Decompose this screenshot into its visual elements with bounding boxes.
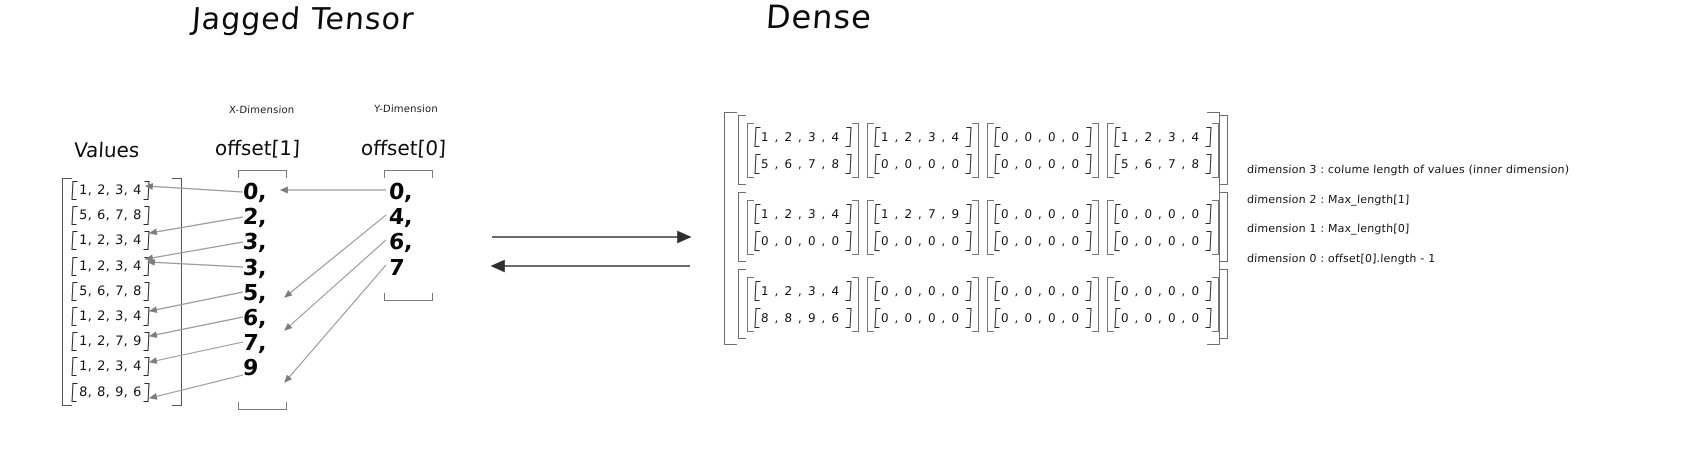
dense-vector: 0 , 0 , 0 , 0 (1114, 203, 1211, 225)
dense-vector: 0 , 0 , 0 , 0 (1114, 280, 1211, 302)
dense-vector: 1 , 2 , 3 , 4 (754, 280, 851, 302)
offset1-bottom-bracket (238, 402, 287, 410)
value-row: 5, 6, 7, 8 (71, 279, 149, 304)
values-outer-bracket-left (62, 178, 72, 406)
dense-matrix: 1 , 2 , 3 , 4 5 , 6 , 7 , 8 (747, 122, 859, 178)
dense-row: 1 , 2 , 3 , 4 0 , 0 , 0 , 0 1 , 2 , 7 , 9 0… (738, 191, 1228, 263)
offset-value: 3, (242, 255, 268, 281)
offset0-top-bracket (384, 170, 433, 178)
annotation-line: dimension 0 : offset[0].length - 1 (1246, 251, 1436, 265)
dense-vector: 0 , 0 , 0 , 0 (754, 230, 851, 252)
dense-vector: 0 , 0 , 0 , 0 (874, 153, 971, 175)
dense-vector: 1 , 2 , 3 , 4 (754, 126, 851, 148)
offset0-column: 0,4,6,7 (384, 170, 459, 301)
value-row: 1, 2, 3, 4 (71, 304, 149, 329)
dense-vector: 0 , 0 , 0 , 0 (874, 307, 971, 329)
dense-vector: 0 , 0 , 0 , 0 (1114, 307, 1211, 329)
value-row: 5, 6, 7, 8 (71, 203, 149, 228)
dense-vector: 0 , 0 , 0 , 0 (994, 126, 1091, 148)
offset1-column-heading: offset[1] (214, 136, 301, 160)
value-row: 1, 2, 3, 4 (71, 354, 149, 379)
dense-vector: 0 , 0 , 0 , 0 (994, 230, 1091, 252)
dense-matrix: 1 , 2 , 3 , 4 8 , 8 , 9 , 6 (747, 276, 859, 332)
dense-vector: 0 , 0 , 0 , 0 (874, 280, 971, 302)
page-title-jagged-tensor: Jagged Tensor (190, 2, 416, 37)
dense-outer-bracket (724, 112, 1220, 345)
dense-row: 1 , 2 , 3 , 4 5 , 6 , 7 , 8 1 , 2 , 3 , 4 0… (738, 114, 1228, 186)
dense-vector: 0 , 0 , 0 , 0 (994, 203, 1091, 225)
offset-value: 9 (242, 356, 260, 382)
value-row: 1, 2, 3, 4 (71, 254, 149, 279)
annotation-line: dimension 2 : Max_length[1] (1246, 192, 1410, 206)
dense-rows: 1 , 2 , 3 , 4 5 , 6 , 7 , 8 1 , 2 , 3 , 4 0… (738, 114, 1228, 340)
value-row: 1, 2, 3, 4 (71, 178, 149, 203)
dense-matrix: 0 , 0 , 0 , 0 0 , 0 , 0 , 0 (987, 199, 1099, 255)
offset0-bottom-bracket (384, 293, 433, 301)
dimension-annotations: dimension 3 : colume length of values (i… (1246, 155, 1570, 273)
annotation-line: dimension 3 : colume length of values (i… (1246, 163, 1570, 176)
dense-vector: 0 , 0 , 0 , 0 (874, 230, 971, 252)
offset-value: 7 (388, 255, 406, 281)
value-row: 1, 2, 3, 4 (71, 228, 149, 253)
offset0-column-heading: offset[0] (360, 136, 447, 160)
dense-matrix: 0 , 0 , 0 , 0 0 , 0 , 0 , 0 (987, 122, 1099, 178)
dense-matrix: 0 , 0 , 0 , 0 0 , 0 , 0 , 0 (1107, 199, 1219, 255)
dense-vector: 1 , 2 , 3 , 4 (874, 126, 971, 148)
offset-value: 0, (388, 180, 414, 205)
dense-vector: 1 , 2 , 3 , 4 (1114, 126, 1211, 148)
value-row: 8, 8, 9, 6 (71, 380, 149, 405)
dense-vector: 0 , 0 , 0 , 0 (994, 307, 1091, 329)
values-column-heading: Values (73, 138, 140, 162)
dense-tensor-block: 1 , 2 , 3 , 4 5 , 6 , 7 , 8 1 , 2 , 3 , 4 0… (724, 112, 1228, 347)
x-dimension-label: X-Dimension (228, 105, 295, 116)
dense-matrix: 1 , 2 , 3 , 4 0 , 0 , 0 , 0 (747, 199, 859, 255)
dense-matrix: 0 , 0 , 0 , 0 0 , 0 , 0 , 0 (1107, 276, 1219, 332)
dense-vector: 5 , 6 , 7 , 8 (754, 153, 851, 175)
offset-value: 3, (242, 230, 268, 256)
dense-vector: 0 , 0 , 0 , 0 (994, 153, 1091, 175)
offset-value: 4, (388, 205, 414, 231)
offset-value: 6, (388, 230, 414, 256)
dense-vector: 0 , 0 , 0 , 0 (994, 280, 1091, 302)
y-dimension-label: Y-Dimension (373, 104, 439, 115)
dense-vector: 1 , 2 , 7 , 9 (874, 203, 971, 225)
offset-value: 5, (242, 280, 268, 306)
dense-matrix: 1 , 2 , 7 , 9 0 , 0 , 0 , 0 (867, 199, 979, 255)
annotation-line: dimension 1 : Max_length[0] (1246, 222, 1410, 235)
dense-vector: 5 , 6 , 7 , 8 (1114, 153, 1211, 175)
dense-vector: 1 , 2 , 3 , 4 (754, 203, 851, 225)
page-title-dense: Dense (764, 0, 874, 36)
offset-value: 0, (242, 180, 268, 205)
dense-matrix: 0 , 0 , 0 , 0 0 , 0 , 0 , 0 (987, 276, 1099, 332)
dense-vector: 8 , 8 , 9 , 6 (754, 307, 851, 329)
values-outer-bracket-right (172, 178, 182, 406)
offset-value: 6, (242, 306, 268, 331)
dense-vector: 0 , 0 , 0 , 0 (1114, 230, 1211, 252)
dense-matrix: 1 , 2 , 3 , 4 5 , 6 , 7 , 8 (1107, 122, 1219, 178)
dense-matrix: 1 , 2 , 3 , 4 0 , 0 , 0 , 0 (867, 122, 979, 178)
offset1-top-bracket (238, 170, 287, 178)
dense-matrix: 0 , 0 , 0 , 0 0 , 0 , 0 , 0 (867, 276, 979, 332)
offset1-column: 0,2,3,3,5,6,7,9 (238, 170, 313, 410)
value-row: 1, 2, 7, 9 (71, 329, 149, 354)
offset-value: 2, (242, 205, 268, 231)
offset-value: 7, (242, 331, 268, 357)
